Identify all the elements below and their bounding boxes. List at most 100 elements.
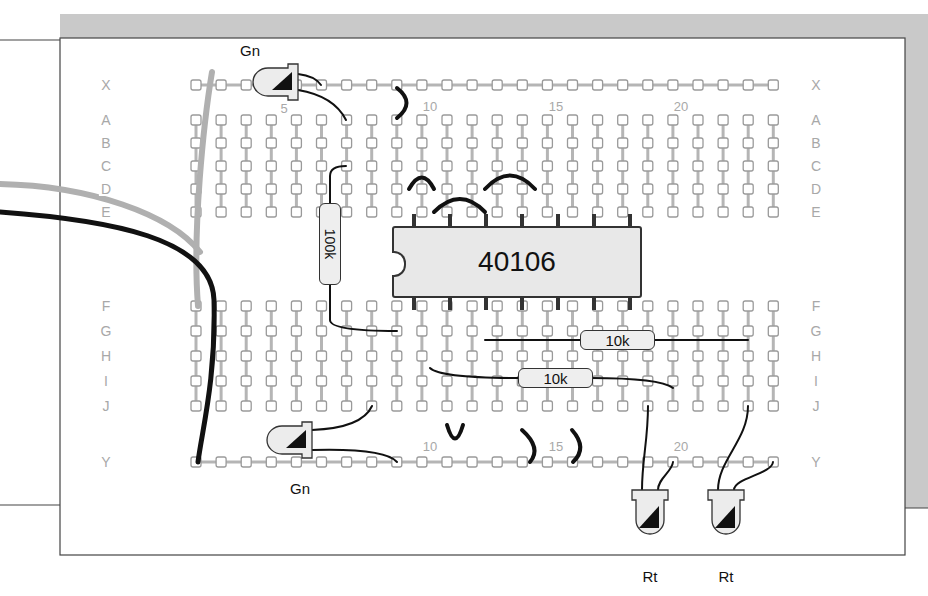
breadboard-hole — [191, 80, 201, 90]
breadboard-hole — [542, 301, 552, 311]
breadboard-hole — [417, 138, 427, 148]
breadboard-hole — [317, 115, 327, 125]
breadboard-hole — [266, 301, 276, 311]
breadboard-hole — [768, 138, 778, 148]
breadboard-hole — [417, 207, 427, 217]
breadboard-hole — [367, 351, 377, 361]
breadboard-hole — [291, 138, 301, 148]
breadboard-hole — [266, 376, 276, 386]
breadboard-hole — [693, 351, 703, 361]
breadboard-hole — [342, 376, 352, 386]
breadboard-hole — [542, 401, 552, 411]
led-lead — [658, 462, 673, 490]
breadboard-hole — [241, 115, 251, 125]
ic-part-number: 40106 — [478, 248, 556, 276]
breadboard-hole — [693, 161, 703, 171]
breadboard-hole — [568, 401, 578, 411]
breadboard-hole — [467, 138, 477, 148]
breadboard-hole — [643, 138, 653, 148]
breadboard-hole — [743, 351, 753, 361]
breadboard-hole — [266, 161, 276, 171]
breadboard-hole — [367, 138, 377, 148]
breadboard-hole — [442, 457, 452, 467]
breadboard-hole — [467, 161, 477, 171]
breadboard-hole — [417, 351, 427, 361]
breadboard-hole — [392, 184, 402, 194]
led-lead — [718, 406, 748, 490]
breadboard-hole — [291, 184, 301, 194]
power-rail — [196, 461, 773, 464]
column-number: 5 — [278, 102, 289, 115]
breadboard-hole — [743, 207, 753, 217]
breadboard-hole — [593, 351, 603, 361]
breadboard-hole — [542, 457, 552, 467]
breadboard-hole — [693, 207, 703, 217]
wires — [0, 72, 773, 490]
breadboard-hole — [517, 351, 527, 361]
breadboard-hole — [492, 326, 502, 336]
breadboard-hole — [467, 326, 477, 336]
breadboard-hole — [517, 326, 527, 336]
jumper-wire — [447, 425, 463, 439]
resistor-value: 100k — [323, 229, 337, 259]
breadboard-hole — [216, 326, 226, 336]
row-letter: E — [99, 205, 112, 219]
led-lead — [312, 450, 397, 462]
hole-grid — [191, 80, 778, 467]
breadboard-hole — [743, 326, 753, 336]
breadboard-hole — [266, 207, 276, 217]
breadboard-hole — [768, 351, 778, 361]
led-symbol — [267, 422, 312, 458]
breadboard-hole — [542, 80, 552, 90]
breadboard-hole — [417, 184, 427, 194]
breadboard-hole — [442, 351, 452, 361]
breadboard-hole — [668, 80, 678, 90]
breadboard-hole — [216, 376, 226, 386]
breadboard-hole — [191, 351, 201, 361]
led-lead — [734, 462, 773, 490]
breadboard-hole — [743, 115, 753, 125]
breadboard-hole — [492, 115, 502, 125]
jumper-wire — [434, 199, 485, 212]
board-panel — [60, 38, 905, 555]
breadboard-hole — [568, 115, 578, 125]
breadboard-hole — [367, 184, 377, 194]
led-lead — [298, 74, 321, 85]
breadboard-hole — [342, 457, 352, 467]
breadboard-hole — [467, 184, 477, 194]
breadboard-hole — [417, 161, 427, 171]
breadboard-hole — [718, 138, 728, 148]
column-number: 20 — [672, 100, 690, 113]
breadboard-hole — [743, 161, 753, 171]
breadboard-hole — [593, 115, 603, 125]
breadboard-hole — [568, 351, 578, 361]
breadboard-hole — [367, 80, 377, 90]
breadboard-hole — [668, 138, 678, 148]
breadboard-hole — [492, 138, 502, 148]
breadboard-hole — [367, 376, 377, 386]
led-lead — [298, 90, 346, 120]
breadboard-hole — [568, 138, 578, 148]
breadboard-hole — [718, 376, 728, 386]
breadboard-hole — [392, 207, 402, 217]
breadboard-hole — [417, 457, 427, 467]
jumper-wire — [522, 430, 535, 462]
led-colour-label: Gn — [288, 481, 312, 496]
breadboard-hole — [593, 457, 603, 467]
led-lead — [312, 406, 372, 430]
breadboard-hole — [241, 351, 251, 361]
breadboard-hole — [467, 115, 477, 125]
breadboard-hole — [367, 161, 377, 171]
breadboard-hole — [542, 115, 552, 125]
breadboard-hole — [342, 401, 352, 411]
breadboard-hole — [693, 326, 703, 336]
resistor-lead — [430, 368, 673, 388]
board-side-band — [905, 38, 928, 508]
breadboard-hole — [241, 457, 251, 467]
jumper-wire — [397, 88, 407, 118]
row-letter: B — [99, 136, 112, 150]
breadboard-hole — [492, 207, 502, 217]
breadboard-hole — [517, 115, 527, 125]
led-colour-label: Rt — [717, 569, 736, 584]
resistor-body: 10k — [580, 330, 655, 350]
